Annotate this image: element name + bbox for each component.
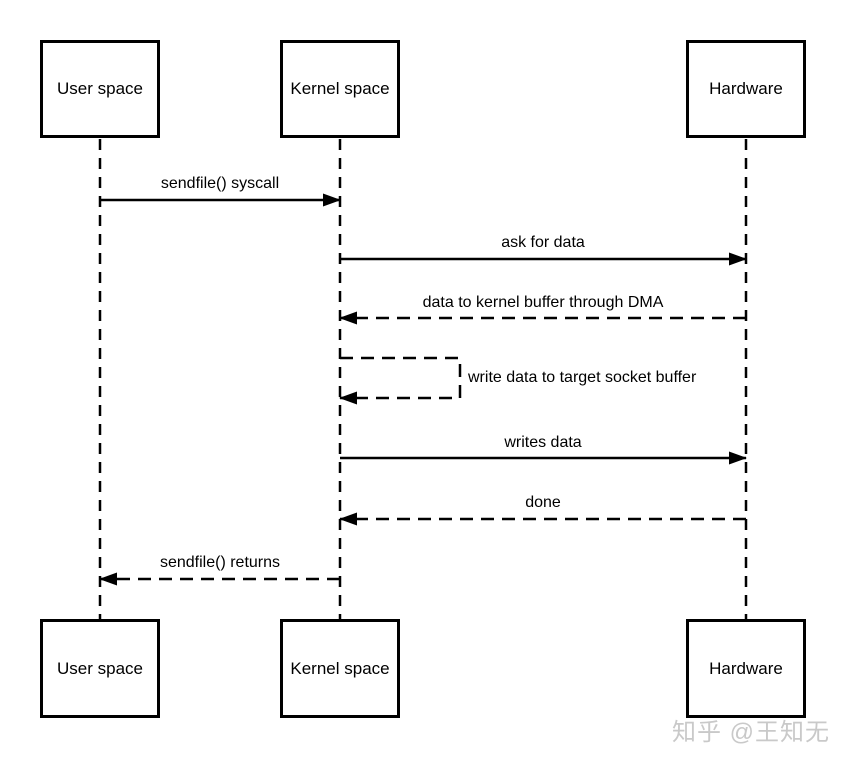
actor-box-user-space-bottom: User space	[40, 619, 160, 718]
message-label-writes-data: writes data	[504, 434, 582, 451]
actor-box-hardware-bottom: Hardware	[686, 619, 806, 718]
actor-label: Kernel space	[290, 79, 390, 98]
arrow-write-data-self-loop	[339, 356, 462, 405]
actor-box-kernel-space-top: Kernel space	[280, 40, 400, 138]
actor-box-hardware-top: Hardware	[686, 40, 806, 138]
actor-box-user-space-top: User space	[40, 40, 160, 138]
message-label-done: done	[525, 494, 561, 511]
actor-label: User space	[57, 79, 143, 98]
message-label-sendfile-syscall: sendfile() syscall	[160, 175, 280, 192]
message-label-write-data-socket-buffer: write data to target socket buffer	[468, 369, 697, 386]
actor-label: Hardware	[709, 658, 783, 678]
zhihu-watermark: 知乎 @王知无	[671, 719, 830, 746]
actor-box-kernel-space-bottom: Kernel space	[280, 619, 400, 718]
actor-label: User space	[57, 658, 143, 678]
message-label-sendfile-returns: sendfile() returns	[159, 554, 281, 571]
message-label-data-to-kernel-buffer: data to kernel buffer through DMA	[422, 294, 664, 311]
message-label-ask-for-data: ask for data	[501, 234, 585, 251]
actor-label: Kernel space	[290, 658, 390, 678]
actor-label: Hardware	[709, 79, 783, 98]
